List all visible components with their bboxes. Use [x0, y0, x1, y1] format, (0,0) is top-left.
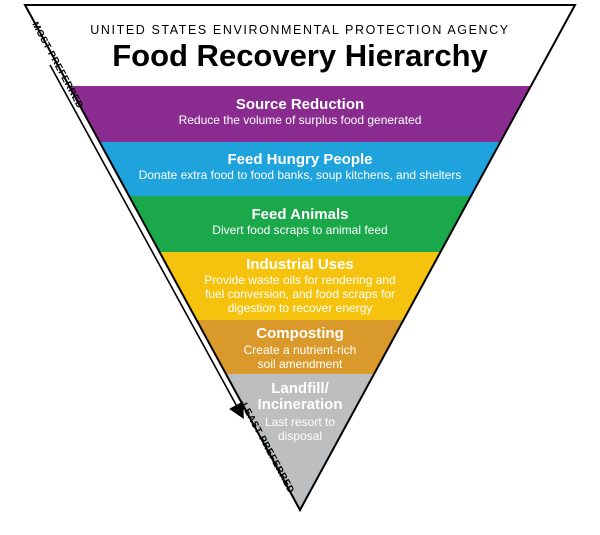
tier-description-landfill-incineration: Last resort to — [265, 415, 335, 429]
tier-description-industrial-uses: Provide waste oils for rendering and — [204, 273, 395, 287]
tier-description-source-reduction: Reduce the volume of surplus food genera… — [179, 113, 422, 127]
tier-title-composting: Composting — [256, 325, 344, 342]
tier-description-landfill-incineration: disposal — [278, 429, 322, 443]
tier-title-landfill-incineration: Landfill/ — [271, 380, 329, 397]
triangle-outline — [23, 4, 577, 513]
tier-description-industrial-uses: digestion to recover energy — [228, 301, 373, 315]
tier-description-feed-hungry-people: Donate extra food to food banks, soup ki… — [139, 168, 462, 182]
preference-arrow — [49, 64, 244, 420]
agency-label: UNITED STATES ENVIRONMENTAL PROTECTION A… — [90, 23, 510, 37]
tier-title-landfill-incineration: Incineration — [257, 396, 342, 413]
tier-title-feed-hungry-people: Feed Hungry People — [227, 151, 372, 168]
tier-title-industrial-uses: Industrial Uses — [246, 256, 354, 273]
tier-description-industrial-uses: fuel conversion, and food scraps for — [205, 287, 395, 301]
tier-title-feed-animals: Feed Animals — [252, 206, 349, 223]
tier-description-composting: Create a nutrient-rich — [244, 343, 357, 357]
tier-band-source-reduction — [25, 86, 575, 142]
tier-description-feed-animals: Divert food scraps to animal feed — [212, 223, 387, 237]
tier-description-composting: soil amendment — [258, 357, 343, 371]
page-title: Food Recovery Hierarchy — [112, 38, 488, 73]
tier-title-source-reduction: Source Reduction — [236, 96, 364, 113]
